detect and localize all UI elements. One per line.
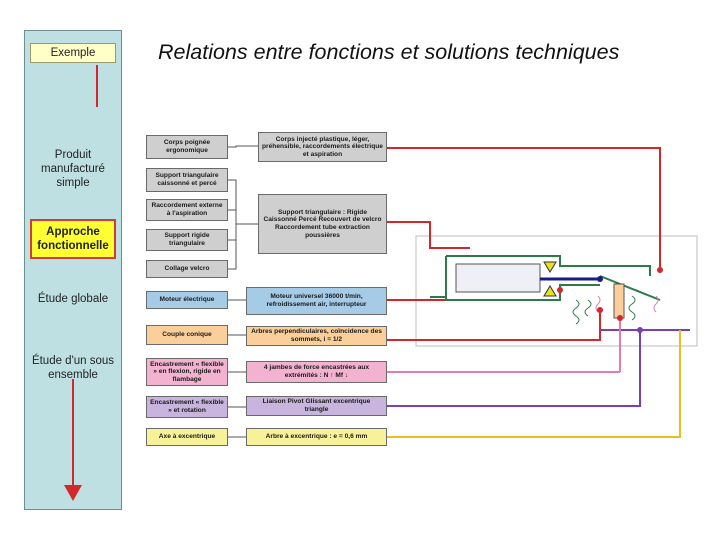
global-study-label: Étude globale bbox=[37, 293, 109, 305]
function-box: Encastrement « flexible » en flexion, ri… bbox=[146, 358, 228, 386]
solution-box: Arbre à excentrique : e = 0,6 mm bbox=[246, 428, 387, 446]
process-sidebar: Exemple Produit manufacturé simple Appro… bbox=[24, 30, 122, 510]
function-box: Moteur électrique bbox=[146, 291, 228, 309]
function-box: Support triangulaire caissonné et percé bbox=[146, 168, 228, 192]
page-title: Relations entre fonctions et solutions t… bbox=[158, 40, 620, 64]
solution-box: Corps injecté plastique, léger, préhensi… bbox=[258, 132, 387, 162]
process-arrow-top bbox=[96, 65, 98, 107]
example-label: Exemple bbox=[50, 47, 96, 59]
approach-box: Approche fonctionnelle bbox=[30, 219, 116, 259]
product-label: Produit manufacturé simple bbox=[41, 149, 105, 189]
subassembly-study-label: Étude d'un sous ensemble bbox=[31, 355, 115, 381]
approach-label: Approche fonctionnelle bbox=[37, 226, 109, 252]
function-box: Support rigide triangulaire bbox=[146, 229, 228, 251]
solution-box: Support triangulaire : Rigide Caissonné … bbox=[258, 194, 387, 254]
solution-box: 4 jambes de force encastrées aux extrémi… bbox=[246, 361, 387, 383]
motor-block bbox=[455, 263, 541, 293]
solution-box: Liaison Pivot Glissant excentrique trian… bbox=[246, 396, 387, 416]
function-box: Raccordement externe à l'aspiration bbox=[146, 199, 228, 221]
mechanism-housing bbox=[430, 255, 661, 301]
function-box: Couple conique bbox=[146, 325, 228, 345]
function-box: Encastrement « flexible » et rotation bbox=[146, 396, 228, 418]
function-box: Corps poignée ergonomique bbox=[146, 135, 228, 159]
function-box: Axe à excentrique bbox=[146, 428, 228, 446]
example-box: Exemple bbox=[30, 43, 116, 63]
solution-box: Moteur universel 36000 t/min, refroidiss… bbox=[246, 287, 387, 315]
function-box: Collage velcro bbox=[146, 260, 228, 278]
process-arrow-bottom bbox=[64, 379, 82, 501]
solution-box: Arbres perpendiculaires, coïncidence des… bbox=[246, 326, 387, 346]
